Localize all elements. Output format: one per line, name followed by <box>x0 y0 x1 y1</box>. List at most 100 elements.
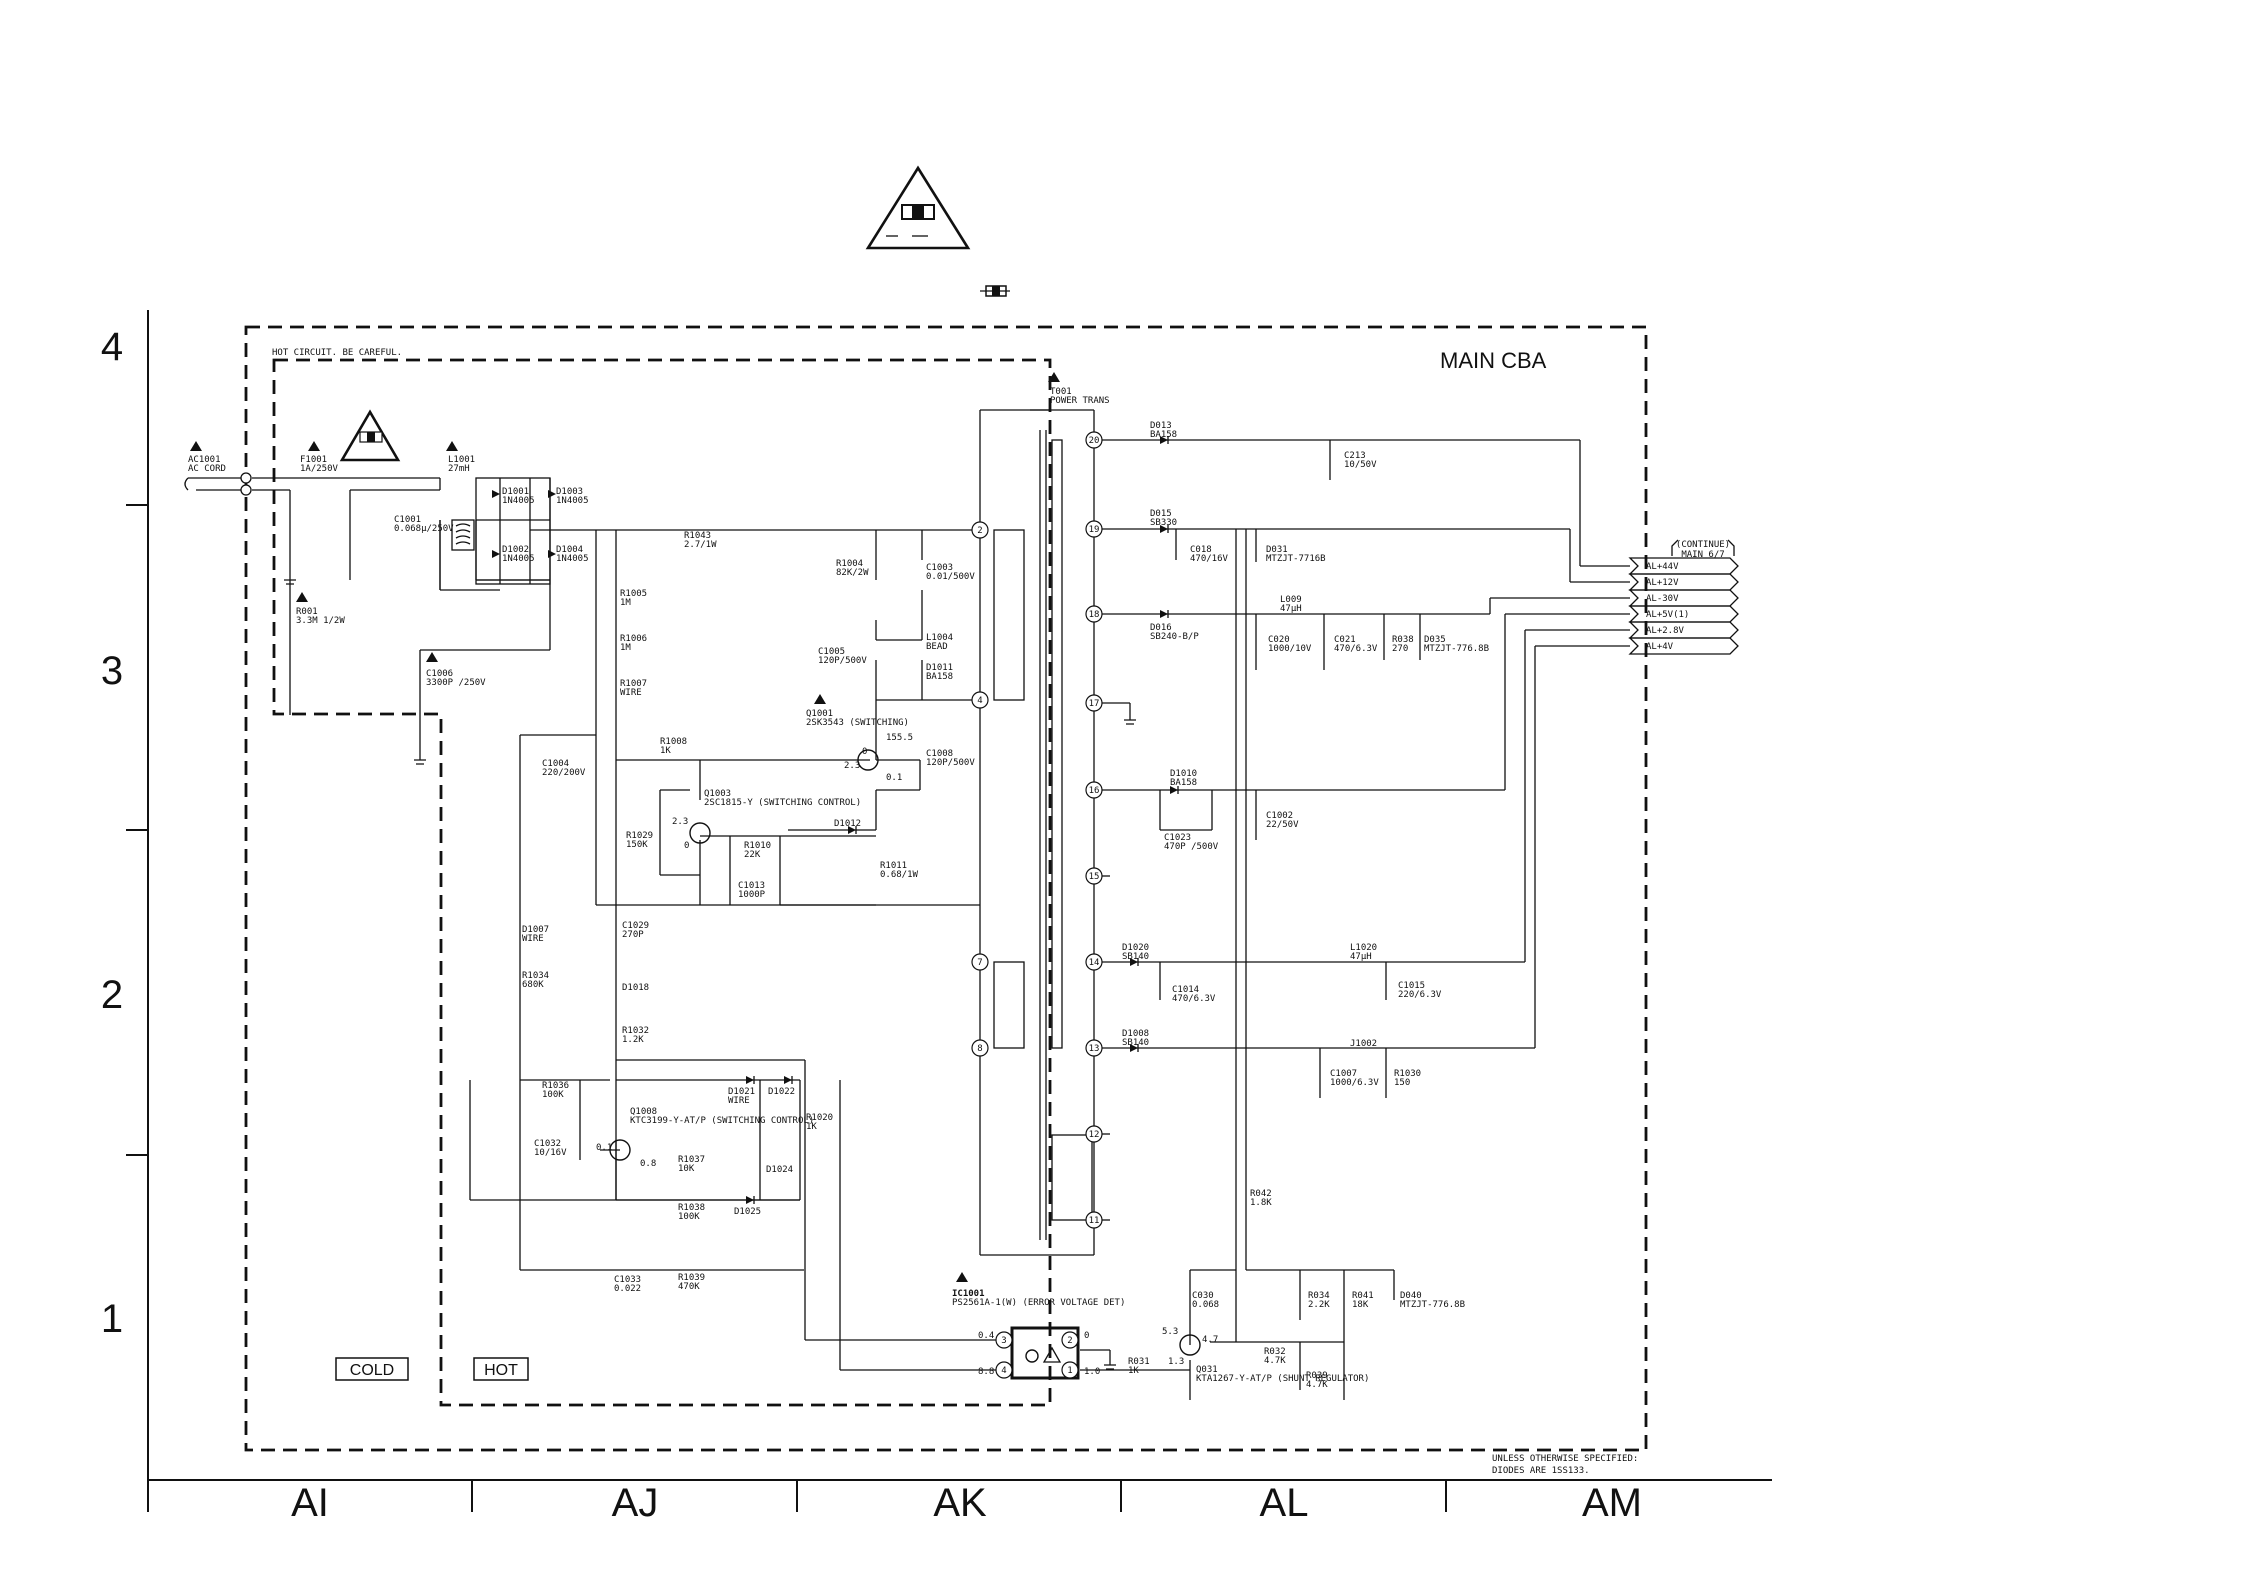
voltage-annotations: 155.5 0 2.3 0.1 2.3 0 0.1 0.8 0.4 8.8 0 … <box>596 733 1218 1377</box>
svg-text:20: 20 <box>1089 436 1100 446</box>
grid-frame <box>126 310 1772 1512</box>
label-ic1001: IC1001 <box>952 1289 985 1299</box>
svg-text:SB240-B/P: SB240-B/P <box>1150 632 1199 642</box>
svg-text:POWER TRANS: POWER TRANS <box>1050 396 1110 406</box>
svg-text:270: 270 <box>1392 644 1408 654</box>
label-d040: D040 <box>1400 1291 1422 1301</box>
svg-text:MTZJT-776.8B: MTZJT-776.8B <box>1424 644 1489 654</box>
svg-text:4.7K: 4.7K <box>1264 1356 1286 1366</box>
output-al-44v: AL+44V <box>1646 562 1679 572</box>
cold-label-box: COLD <box>335 1357 409 1381</box>
svg-text:15: 15 <box>1089 872 1100 882</box>
label-c213: C213 <box>1344 451 1366 461</box>
svg-text:12: 12 <box>1089 1130 1100 1140</box>
svg-text:1K: 1K <box>806 1122 817 1132</box>
warning-triangles <box>190 372 1060 1282</box>
svg-text:470/6.3V: 470/6.3V <box>1334 644 1378 654</box>
footer-note-2: DIODES ARE 1SS133. <box>1492 1466 1590 1476</box>
svg-text:1N4005: 1N4005 <box>502 496 535 506</box>
continue-bracket: (CONTINUE) MAIN 6/7 <box>1671 539 1735 560</box>
svg-text:8: 8 <box>977 1044 982 1054</box>
svg-text:WIRE: WIRE <box>728 1096 750 1106</box>
svg-text:3.3M 1/2W: 3.3M 1/2W <box>296 616 345 626</box>
label-r1029: R1029 <box>626 831 653 841</box>
svg-text:47μH: 47μH <box>1350 952 1372 962</box>
label-r001: R001 <box>296 607 318 617</box>
svg-text:0.1: 0.1 <box>886 773 902 783</box>
label-c1013: C1013 <box>738 881 765 891</box>
board-title: MAIN CBA <box>1440 348 1547 373</box>
label-q031: Q031 <box>1196 1365 1218 1375</box>
svg-text:220/200V: 220/200V <box>542 768 586 778</box>
grid-col-am: AM <box>1582 1481 1642 1525</box>
svg-text:1000P: 1000P <box>738 890 766 900</box>
label-c020: C020 <box>1268 635 1290 645</box>
label-r042: R042 <box>1250 1189 1272 1199</box>
svg-text:16: 16 <box>1089 786 1100 796</box>
svg-text:220/6.3V: 220/6.3V <box>1398 990 1442 1000</box>
svg-text:1K: 1K <box>1128 1366 1139 1376</box>
svg-text:22K: 22K <box>744 850 761 860</box>
diode-symbols <box>492 436 1179 1204</box>
svg-text:0.022: 0.022 <box>614 1284 641 1294</box>
svg-text:22/50V: 22/50V <box>1266 820 1299 830</box>
svg-text:0: 0 <box>684 841 689 851</box>
svg-text:1.0: 1.0 <box>1084 1367 1100 1377</box>
svg-text:1N4005: 1N4005 <box>556 554 589 564</box>
svg-text:18: 18 <box>1089 610 1100 620</box>
label-f1001: F1001 <box>300 455 327 465</box>
label-l1004: L1004 <box>926 633 953 643</box>
svg-text:4: 4 <box>977 696 982 706</box>
label-r039: R039 <box>1306 1371 1328 1381</box>
svg-text:1N4005: 1N4005 <box>502 554 535 564</box>
label-r1039: R1039 <box>678 1273 705 1283</box>
svg-text:4.7K: 4.7K <box>1306 1380 1328 1390</box>
label-d016: D016 <box>1150 623 1172 633</box>
svg-text:7: 7 <box>977 958 982 968</box>
label-l1001: L1001 <box>448 455 475 465</box>
transistor-symbols <box>609 749 1201 1356</box>
hot-label-box: HOT <box>473 1357 529 1381</box>
ground-symbols <box>284 579 1136 1370</box>
label-c1023: C1023 <box>1164 833 1191 843</box>
svg-text:3300P /250V: 3300P /250V <box>426 678 486 688</box>
line-filter-l1001 <box>451 519 475 551</box>
svg-text:1N4005: 1N4005 <box>556 496 589 506</box>
label-r1032: R1032 <box>622 1026 649 1036</box>
label-d1025: D1025 <box>734 1207 761 1217</box>
fuse-symbol <box>980 285 1010 297</box>
svg-text:COLD: COLD <box>350 1362 394 1379</box>
grid-col-ai: AI <box>291 1481 329 1525</box>
label-d035: D035 <box>1424 635 1446 645</box>
svg-text:0: 0 <box>1084 1331 1089 1341</box>
label-l009: L009 <box>1280 595 1302 605</box>
svg-text:PS2561A-1(W) (ERROR VOLTAGE DE: PS2561A-1(W) (ERROR VOLTAGE DET) <box>952 1298 1125 1308</box>
svg-text:AC CORD: AC CORD <box>188 464 226 474</box>
grid-col-aj: AJ <box>612 1481 659 1525</box>
svg-text:2SC1815-Y (SWITCHING CONTROL): 2SC1815-Y (SWITCHING CONTROL) <box>704 798 861 808</box>
label-c1029: C1029 <box>622 921 649 931</box>
label-d015: D015 <box>1150 509 1172 519</box>
label-t001: T001 <box>1050 387 1072 397</box>
svg-text:10/16V: 10/16V <box>534 1148 567 1158</box>
svg-text:1M: 1M <box>620 598 631 608</box>
svg-text:470/6.3V: 470/6.3V <box>1172 994 1216 1004</box>
label-c1033: C1033 <box>614 1275 641 1285</box>
output-connector <box>1628 557 1739 655</box>
svg-text:BEAD: BEAD <box>926 642 948 652</box>
label-r1020: R1020 <box>806 1113 833 1123</box>
svg-text:0.8: 0.8 <box>640 1159 656 1169</box>
svg-text:(CONTINUE): (CONTINUE) <box>1676 540 1730 550</box>
svg-text:150: 150 <box>1394 1078 1410 1088</box>
svg-text:13: 13 <box>1089 1044 1100 1054</box>
grid-col-al: AL <box>1260 1481 1309 1525</box>
svg-text:MTZJT-7716B: MTZJT-7716B <box>1266 554 1326 564</box>
grid-row-1: 1 <box>101 1297 123 1341</box>
label-d1022: D1022 <box>768 1087 795 1097</box>
output-al-4v: AL+4V <box>1646 642 1674 652</box>
grid-col-ak: AK <box>933 1481 987 1525</box>
svg-text:0.068μ/250V: 0.068μ/250V <box>394 524 454 534</box>
svg-text:1.8K: 1.8K <box>1250 1198 1272 1208</box>
output-al-2-8v: AL+2.8V <box>1646 626 1685 636</box>
